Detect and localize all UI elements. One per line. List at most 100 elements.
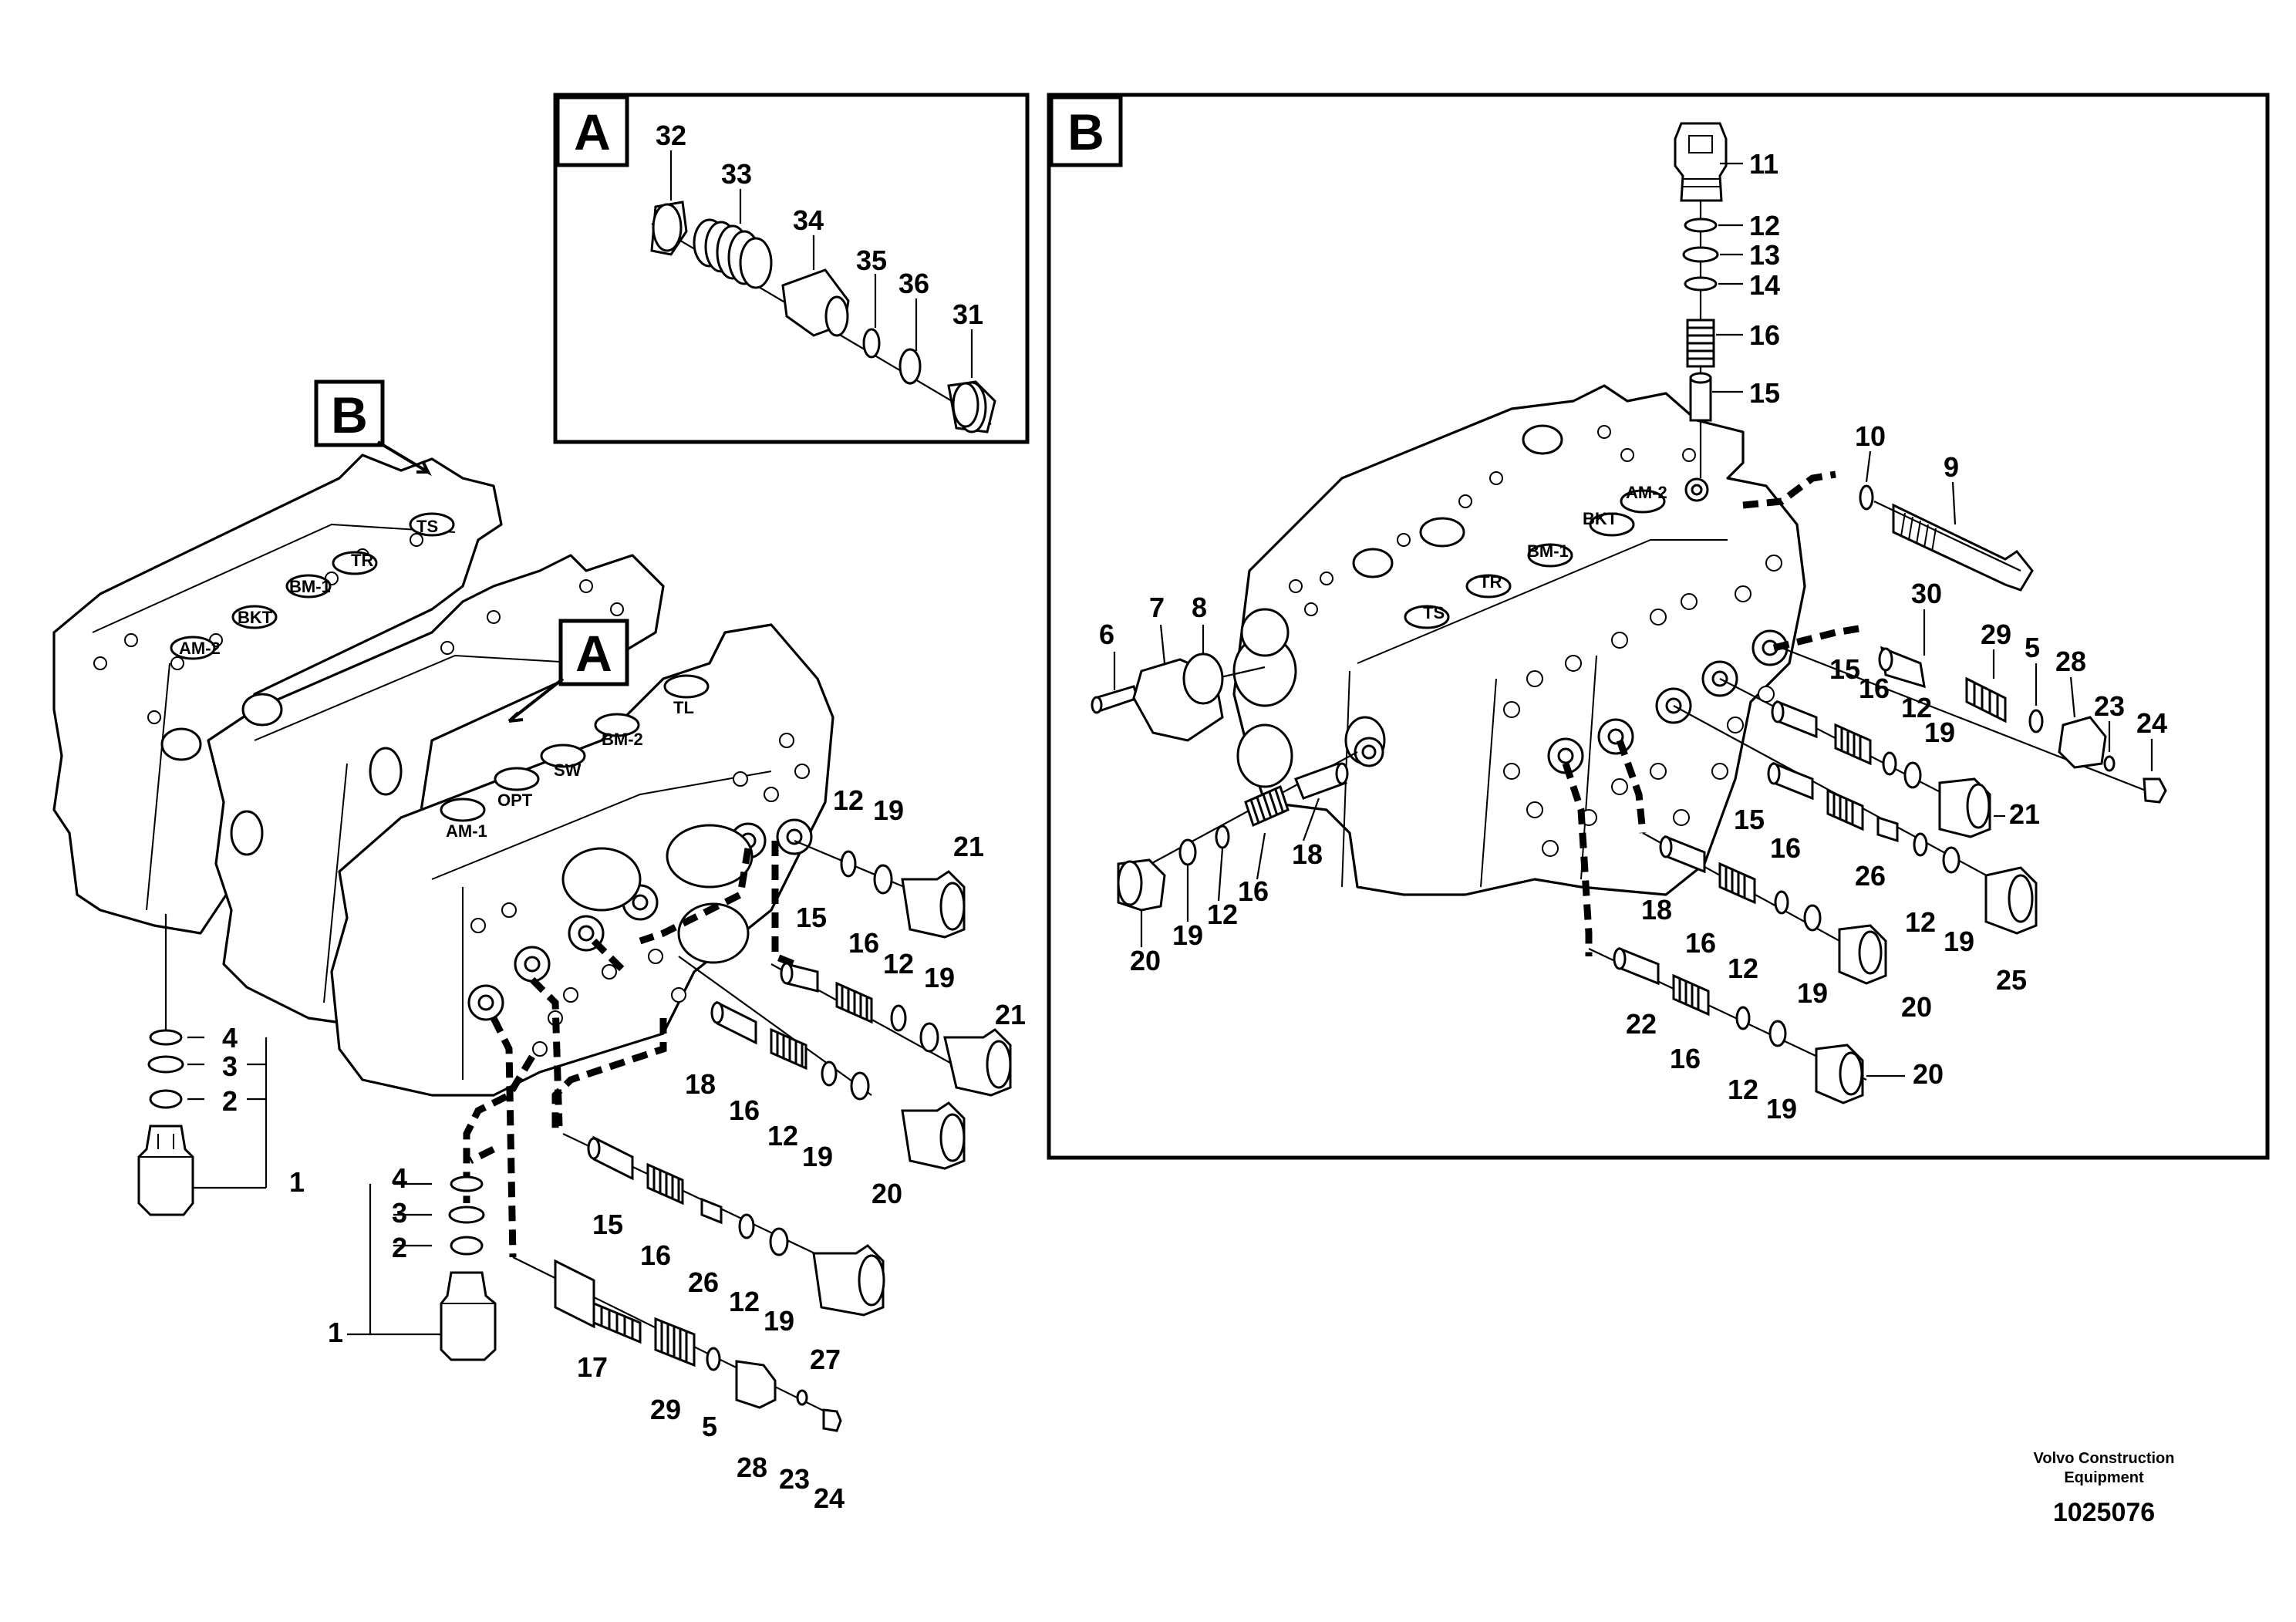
part-number: 7 [1149,592,1165,623]
callout-b-letter: B [331,386,368,443]
port-label: BM-2 [602,730,643,749]
port-label: OPT [497,791,533,810]
part-number: 27 [810,1344,841,1375]
main-part-labels: 4 3 2 1 12 19 21 15 16 12 19 21 18 16 12… [222,784,1026,1514]
inset-b-bolt-9: 10 9 [1742,420,2034,592]
part-number: 1 [289,1166,305,1198]
part-number: 19 [764,1305,794,1337]
part-number: 17 [577,1351,608,1383]
inset-b-row-20b: 22 16 12 19 20 [1562,762,1944,1125]
main-lower-relief-stack [347,1054,535,1361]
part-number: 9 [1944,451,1959,483]
part-number: 19 [924,962,955,993]
part-number: 18 [685,1068,716,1100]
part-number: 20 [1130,945,1161,976]
part-number: 12 [1901,692,1932,723]
part-number: 26 [1855,860,1886,892]
port-label: SW [554,760,582,780]
inset-b-valve-body: AM-2 BKT BM-1 TR TS [1232,384,1806,896]
diagram-number: 1025076 [2053,1498,2155,1527]
inset-b-row-20c: 16 18 12 19 20 [1117,751,1358,976]
part-number: 28 [737,1452,767,1483]
part-number: 34 [793,204,824,236]
part-number: 14 [1749,269,1780,301]
inset-a-frame: A [553,93,1030,444]
port-label: BM-1 [1527,541,1569,561]
inset-b-row-25: 15 16 26 12 19 25 [1673,705,2038,996]
part-number: 16 [729,1094,760,1126]
part-number: 20 [872,1178,902,1209]
inset-b-row-20a: 18 16 12 19 20 [1616,739,1932,1023]
part-number: 36 [899,268,929,299]
inset-b-row-21: 15 16 12 19 21 [1719,653,2040,838]
part-number: 12 [1207,899,1238,930]
part-number: 19 [1944,926,1974,957]
part-number: 6 [1099,619,1114,650]
port-label: TL [673,698,694,717]
part-number: 4 [392,1162,407,1194]
main-dashed-leaders [490,841,796,1258]
port-label: TR [351,551,373,570]
inset-a-parts: 32 33 34 35 36 31 [650,120,996,433]
port-label: TR [1479,572,1502,592]
part-number: 18 [1641,894,1672,926]
part-number: 5 [2025,632,2040,663]
part-number: 12 [1728,953,1758,984]
part-number: 19 [1172,919,1203,951]
port-label: TS [1423,603,1445,622]
main-row-21-upper [794,839,966,939]
main-left-relief-stack [137,914,268,1216]
callout-b: B [314,379,432,477]
part-number: 23 [779,1463,810,1495]
part-number: 25 [1996,964,2027,996]
part-number: 5 [702,1411,717,1442]
part-number: 12 [883,948,914,980]
part-number: 24 [2136,707,2167,739]
part-number: 18 [1292,838,1323,870]
part-number: 12 [1905,906,1936,938]
port-label: BKT [1583,509,1618,528]
part-number: 30 [1911,578,1942,609]
footer: Volvo Construction Equipment 1025076 [2034,1450,2175,1527]
part-number: 2 [222,1085,238,1117]
part-number: 3 [392,1197,407,1229]
inset-b-top-stack: 11 12 13 14 16 15 [1674,122,1780,478]
part-number: 12 [729,1286,760,1317]
part-number: 16 [848,927,879,959]
part-number: 15 [1749,377,1780,409]
callout-a: A [507,619,629,723]
part-number: 28 [2055,646,2086,677]
main-row-20 [678,956,966,1170]
part-number: 16 [1685,927,1716,959]
part-number: 16 [1749,319,1780,351]
part-number: 12 [833,784,864,816]
part-number: 19 [1797,977,1828,1009]
part-number: 29 [1981,619,2011,650]
part-number: 19 [1924,717,1955,748]
part-number: 11 [1749,148,1778,180]
part-number: 35 [856,244,887,276]
port-label: BKT [238,608,273,627]
port-label: AM-2 [179,639,221,658]
part-number: 22 [1626,1008,1657,1040]
part-number: 16 [1859,673,1890,704]
part-number: 2 [392,1232,407,1263]
part-number: 16 [640,1239,671,1271]
part-number: 13 [1749,239,1780,271]
part-number: 12 [1749,210,1780,241]
part-number: 31 [952,298,983,330]
part-number: 16 [1670,1043,1701,1074]
part-number: 16 [1238,875,1269,907]
part-number: 10 [1855,420,1886,452]
part-number: 15 [592,1209,623,1240]
part-number: 32 [656,120,686,151]
part-number: 24 [814,1482,845,1514]
part-number: 21 [995,999,1026,1030]
part-number: 29 [650,1394,681,1425]
company-name-line2: Equipment [2064,1469,2144,1486]
part-number: 12 [1728,1074,1758,1105]
port-label: TS [416,517,438,536]
inset-b-row-24: 30 29 5 28 23 24 [1772,578,2167,804]
inset-b-frame: B [1047,93,2270,1160]
